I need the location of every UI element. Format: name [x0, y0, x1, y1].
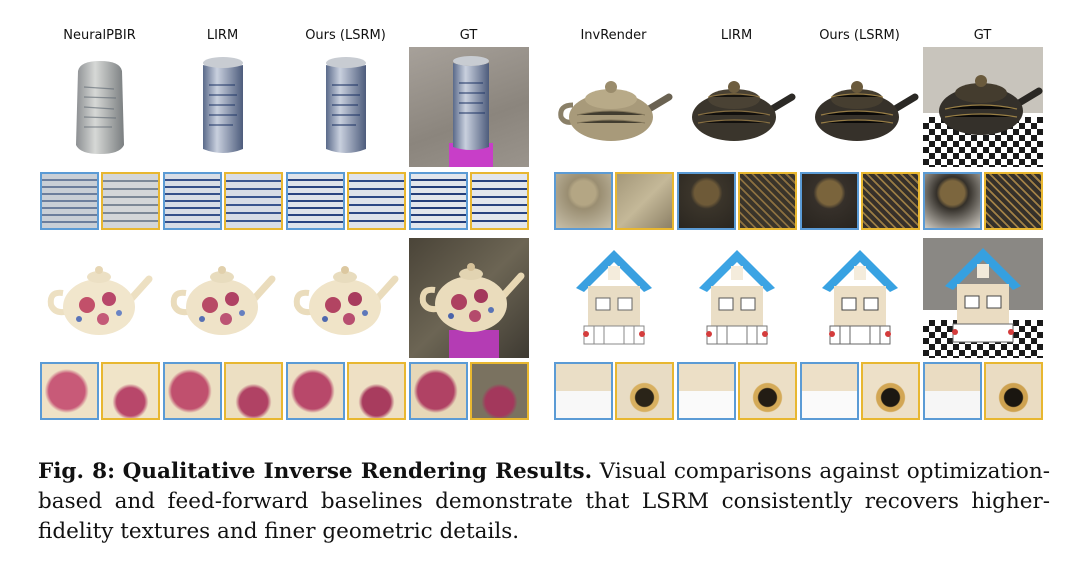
can-crop-gt-a: [408, 172, 468, 230]
floral-crop-gt-a: [408, 362, 468, 420]
dark-crop-invrender-a: [553, 172, 613, 230]
dark-crop-lirm-a: [676, 172, 736, 230]
dark-crop-lirm-b: [737, 172, 797, 230]
birdhouse-crop-gt-a: [922, 362, 982, 420]
floral-crop-neuralpbir-a: [39, 362, 99, 420]
left-column-headers: NeuralPBIR LIRM Ours (LSRM) GT: [38, 28, 530, 43]
birdhouse-crop-lirm-b: [737, 362, 797, 420]
floral-teapot-neuralpbir-render: [38, 238, 161, 358]
can-crop-lirm-b: [223, 172, 283, 230]
floral-teapot-render-row: [38, 238, 530, 358]
birdhouse-crop-lirm-a: [676, 362, 736, 420]
can-ground-truth-photo: [407, 47, 530, 167]
column-header: InvRender: [580, 28, 647, 43]
floral-teapot-crop-row: [38, 362, 530, 420]
floral-crop-ours-b: [346, 362, 406, 420]
birdhouse-crop-ours-b: [860, 362, 920, 420]
can-neuralpbir-render: [38, 47, 161, 167]
column-header: Ours (LSRM): [305, 28, 386, 43]
birdhouse-render-row: [552, 238, 1044, 358]
birdhouse-crop-ours-a: [799, 362, 859, 420]
floral-crop-lirm-a: [162, 362, 222, 420]
birdhouse-crop-gt-b: [983, 362, 1043, 420]
dark-crop-gt-a: [922, 172, 982, 230]
dark-teapot-ground-truth-photo: [921, 47, 1044, 167]
birdhouse-crop-invrender-a: [553, 362, 613, 420]
dark-crop-gt-b: [983, 172, 1043, 230]
dark-teapot-render-row: [552, 47, 1044, 167]
dark-teapot-lirm-render: [675, 47, 798, 167]
birdhouse-ground-truth-photo: [921, 238, 1044, 358]
can-crop-ours-a: [285, 172, 345, 230]
dark-crop-ours-b: [860, 172, 920, 230]
figure-label: Fig. 8:: [38, 459, 116, 484]
floral-crop-neuralpbir-b: [100, 362, 160, 420]
dark-teapot-invrender-render: [552, 47, 675, 167]
can-crop-lirm-a: [162, 172, 222, 230]
can-crop-gt-b: [469, 172, 529, 230]
can-crop-neuralpbir-a: [39, 172, 99, 230]
floral-crop-ours-a: [285, 362, 345, 420]
floral-teapot-ours-render: [284, 238, 407, 358]
can-crop-ours-b: [346, 172, 406, 230]
floral-teapot-lirm-render: [161, 238, 284, 358]
column-header: GT: [973, 28, 992, 43]
dark-crop-ours-a: [799, 172, 859, 230]
can-lirm-render: [161, 47, 284, 167]
dark-teapot-crop-row: [552, 172, 1044, 230]
can-crop-neuralpbir-b: [100, 172, 160, 230]
birdhouse-lirm-render: [675, 238, 798, 358]
column-header: Ours (LSRM): [819, 28, 900, 43]
birdhouse-invrender-render: [552, 238, 675, 358]
floral-teapot-ground-truth-photo: [407, 238, 530, 358]
column-header: LIRM: [720, 28, 753, 43]
figure-title: Qualitative Inverse Rendering Results.: [122, 459, 593, 484]
can-ours-render: [284, 47, 407, 167]
can-render-row: [38, 47, 530, 167]
column-header: NeuralPBIR: [63, 28, 136, 43]
birdhouse-crop-row: [552, 362, 1044, 420]
figure-caption: Fig. 8: Qualitative Inverse Rendering Re…: [38, 457, 1050, 547]
right-column-headers: InvRender LIRM Ours (LSRM) GT: [552, 28, 1044, 43]
dark-crop-invrender-b: [614, 172, 674, 230]
dark-teapot-ours-render: [798, 47, 921, 167]
birdhouse-ours-render: [798, 238, 921, 358]
figure-caption-body: Visual comparisons against optimization-…: [38, 459, 1050, 544]
floral-crop-gt-b: [469, 362, 529, 420]
column-header: LIRM: [206, 28, 239, 43]
column-header: GT: [459, 28, 478, 43]
can-crop-row: [38, 172, 530, 230]
birdhouse-crop-invrender-b: [614, 362, 674, 420]
floral-crop-lirm-b: [223, 362, 283, 420]
